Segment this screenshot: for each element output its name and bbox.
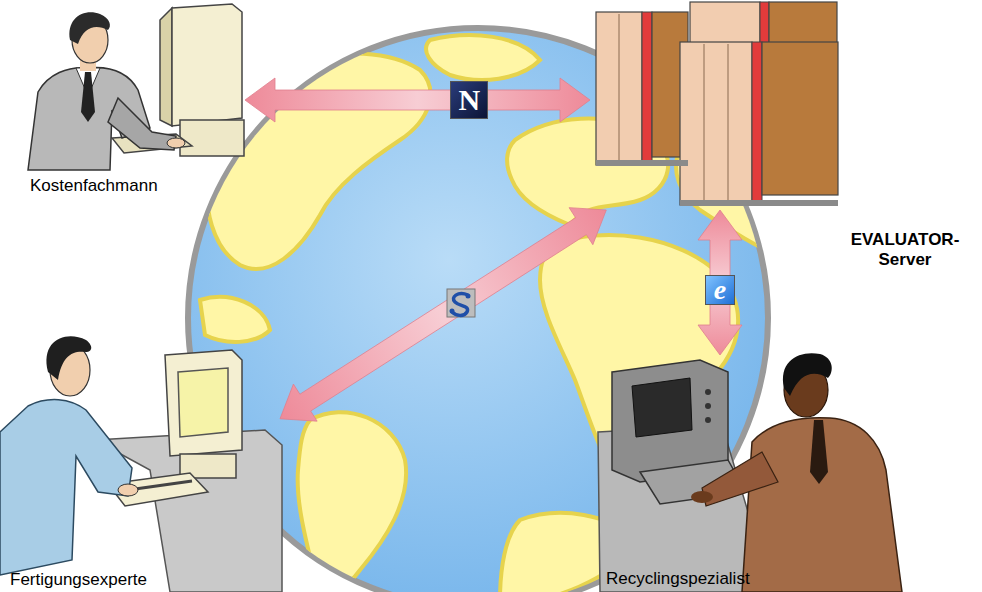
cabinet-stripe bbox=[752, 42, 762, 205]
terminal-screen bbox=[632, 378, 692, 437]
cabinet-stripe bbox=[642, 12, 652, 165]
icon-frame bbox=[447, 289, 475, 317]
hair bbox=[47, 336, 92, 380]
role-label: Recyclingspezialist bbox=[606, 569, 826, 589]
cabinet-base bbox=[680, 200, 838, 206]
continent bbox=[298, 412, 406, 592]
tie bbox=[81, 72, 95, 122]
shirt bbox=[0, 400, 132, 575]
cabinet-side bbox=[762, 42, 838, 195]
double-arrow bbox=[280, 208, 606, 422]
desk bbox=[95, 430, 282, 592]
role-label: EVALUATOR- Server bbox=[844, 230, 966, 270]
hand bbox=[118, 484, 138, 496]
role-label: Kostenfachmann bbox=[30, 176, 230, 196]
role-label: Fertigungsexperte bbox=[10, 570, 230, 590]
tie bbox=[810, 420, 828, 484]
server-figure bbox=[596, 2, 838, 206]
panel-line bbox=[619, 14, 620, 163]
hand bbox=[167, 138, 185, 148]
terminal-knob bbox=[705, 403, 711, 409]
arm bbox=[108, 98, 176, 150]
arm bbox=[702, 452, 778, 506]
icon-dot bbox=[450, 309, 455, 314]
browser-logo-label: e bbox=[705, 275, 735, 305]
cabinet-base bbox=[596, 160, 688, 166]
double-arrow bbox=[698, 210, 742, 355]
hair bbox=[69, 12, 109, 44]
hair bbox=[783, 353, 832, 396]
monitor bbox=[165, 350, 242, 456]
monitor bbox=[172, 4, 242, 126]
cabinet-face bbox=[680, 42, 752, 205]
shirt bbox=[742, 418, 902, 592]
figure-node: Kostenfachmann bbox=[0, 0, 245, 200]
figure-node: EVALUATOR- Server bbox=[590, 0, 840, 210]
figure-node: Recyclingspezialist bbox=[590, 355, 900, 592]
monitor-side bbox=[160, 8, 172, 126]
manufacturing-expert-figure bbox=[0, 336, 282, 592]
icon-dot bbox=[466, 294, 471, 299]
terminal-knob bbox=[705, 417, 711, 423]
double-arrow bbox=[245, 78, 590, 122]
hand bbox=[691, 491, 713, 503]
monitor-screen bbox=[178, 368, 228, 437]
continents bbox=[200, 35, 790, 592]
cost-expert-figure bbox=[28, 4, 244, 170]
icon-swirl bbox=[452, 294, 468, 316]
monitor-base bbox=[180, 120, 244, 156]
panel-line bbox=[728, 44, 729, 203]
continent bbox=[540, 235, 738, 500]
panel-line bbox=[704, 44, 705, 203]
continent bbox=[426, 35, 540, 80]
terminal-knob bbox=[705, 389, 711, 395]
figure-node: Fertigungsexperte bbox=[0, 300, 280, 592]
continent bbox=[200, 297, 270, 342]
recycling-specialist-figure bbox=[598, 353, 902, 592]
browser-logo-label: N bbox=[450, 81, 488, 119]
browser-icon bbox=[447, 289, 475, 317]
cabinet-face bbox=[596, 12, 642, 165]
